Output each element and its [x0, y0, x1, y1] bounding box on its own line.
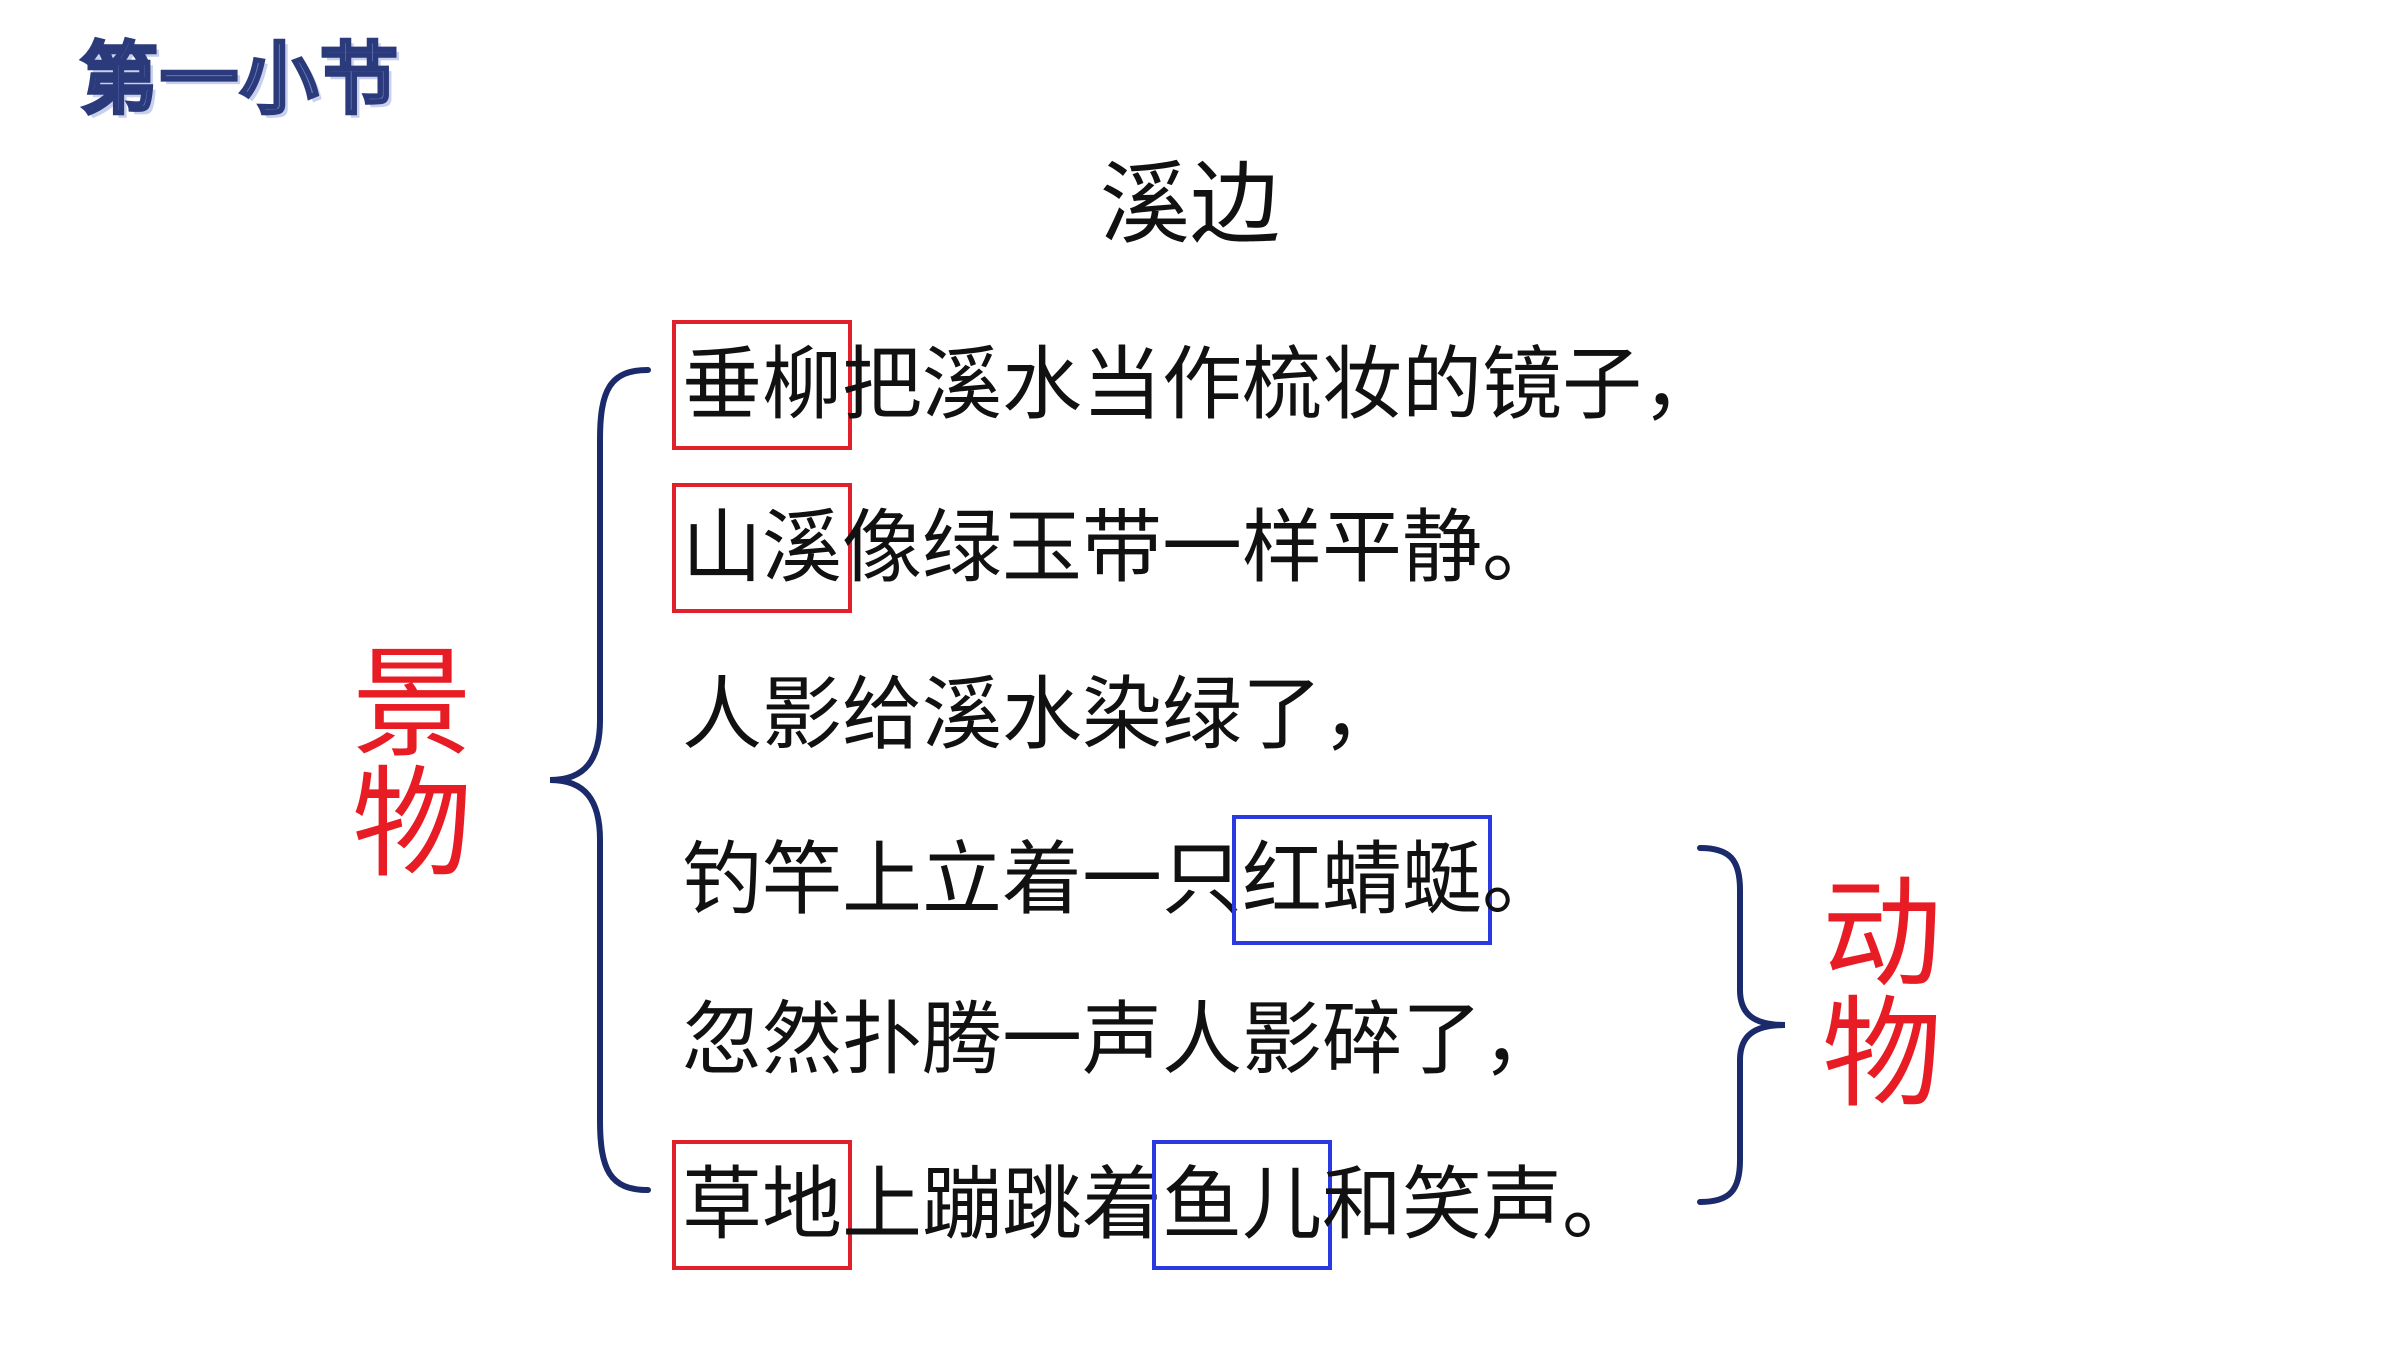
- keyword-box-red: 垂柳: [672, 320, 852, 450]
- scenery-label: 景物: [331, 640, 470, 880]
- poem-line-4: 钓竿上立着一只红蜻蜓。: [682, 815, 1562, 945]
- right-brace: [1697, 845, 1786, 1205]
- line-text: 像绿玉带一样平静。: [842, 501, 1562, 594]
- poem-line-3: 人影给溪水染绿了，: [682, 660, 1402, 770]
- line-text: 上蹦跳着: [842, 1158, 1162, 1251]
- line-text: 和笑声。: [1322, 1158, 1642, 1251]
- line-text: 人影给溪水染绿了，: [682, 668, 1402, 761]
- left-brace: [549, 367, 651, 1193]
- line-text: 。: [1482, 833, 1562, 926]
- keyword-box-red: 草地: [672, 1140, 852, 1270]
- poem-title: 溪边: [1100, 152, 1280, 257]
- keyword-box-red: 山溪: [672, 483, 852, 613]
- poem-line-1: 垂柳把溪水当作梳妆的镜子，: [672, 320, 1722, 450]
- poem-line-5: 忽然扑腾一声人影碎了，: [682, 985, 1562, 1095]
- animals-label: 动物: [1801, 870, 1940, 1110]
- keyword-box-blue: 红蜻蜓: [1232, 815, 1492, 945]
- line-text: 钓竿上立着一只: [682, 833, 1242, 926]
- section-label: 第一小节: [78, 33, 401, 127]
- poem-line-2: 山溪像绿玉带一样平静。: [672, 483, 1562, 613]
- poem-line-6: 草地上蹦跳着鱼儿和笑声。: [672, 1140, 1642, 1270]
- keyword-box-blue: 鱼儿: [1152, 1140, 1332, 1270]
- line-text: 把溪水当作梳妆的镜子，: [842, 338, 1722, 431]
- line-text: 忽然扑腾一声人影碎了，: [682, 993, 1562, 1086]
